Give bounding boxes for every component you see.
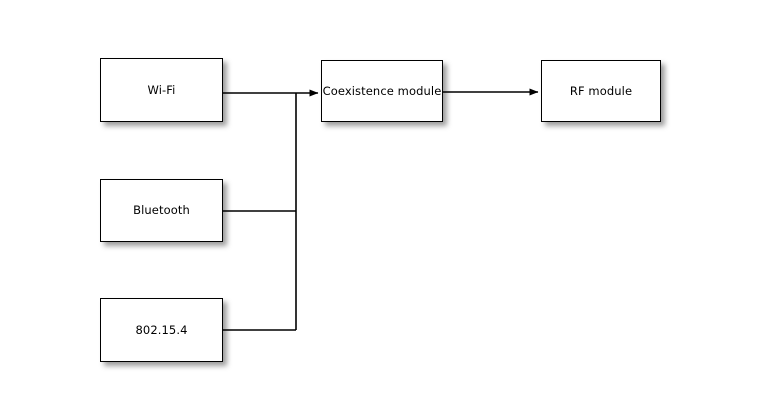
node-rf-module-label: RF module bbox=[569, 83, 633, 98]
node-wifi[interactable]: Wi-Fi bbox=[100, 58, 223, 122]
node-bluetooth-label: Bluetooth bbox=[133, 203, 190, 218]
node-rf-module[interactable]: RF module bbox=[541, 60, 661, 122]
node-bluetooth[interactable]: Bluetooth bbox=[100, 179, 223, 242]
node-802-15-4[interactable]: 802.15.4 bbox=[100, 298, 223, 362]
node-wifi-label: Wi-Fi bbox=[147, 82, 176, 97]
node-coexistence-module-label: Coexistence module bbox=[322, 83, 442, 98]
node-coexistence-module[interactable]: Coexistence module bbox=[321, 60, 443, 122]
node-802-15-4-label: 802.15.4 bbox=[135, 322, 188, 337]
